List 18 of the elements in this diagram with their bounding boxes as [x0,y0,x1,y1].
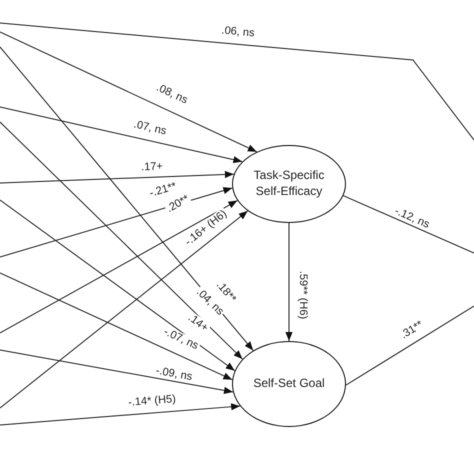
arrow [0,403,241,426]
arrow [0,106,243,164]
node-label: Self-Set Goal [253,376,325,392]
arrow [285,222,293,342]
arrow [0,170,234,184]
edge-label: -.14* (H5) [126,393,178,409]
arrow [0,32,258,152]
arrow [0,200,236,372]
arrow [0,187,233,258]
arrow [0,200,238,334]
arrow [0,46,254,352]
arrow [0,210,248,408]
edge-label: .17+ [140,160,164,174]
node-label: Task-Specific Self-Efficacy [252,168,326,200]
arrow [0,350,234,394]
arrow [0,272,233,380]
arrow [0,122,244,360]
edge-label: .59** (H6) [296,270,310,320]
